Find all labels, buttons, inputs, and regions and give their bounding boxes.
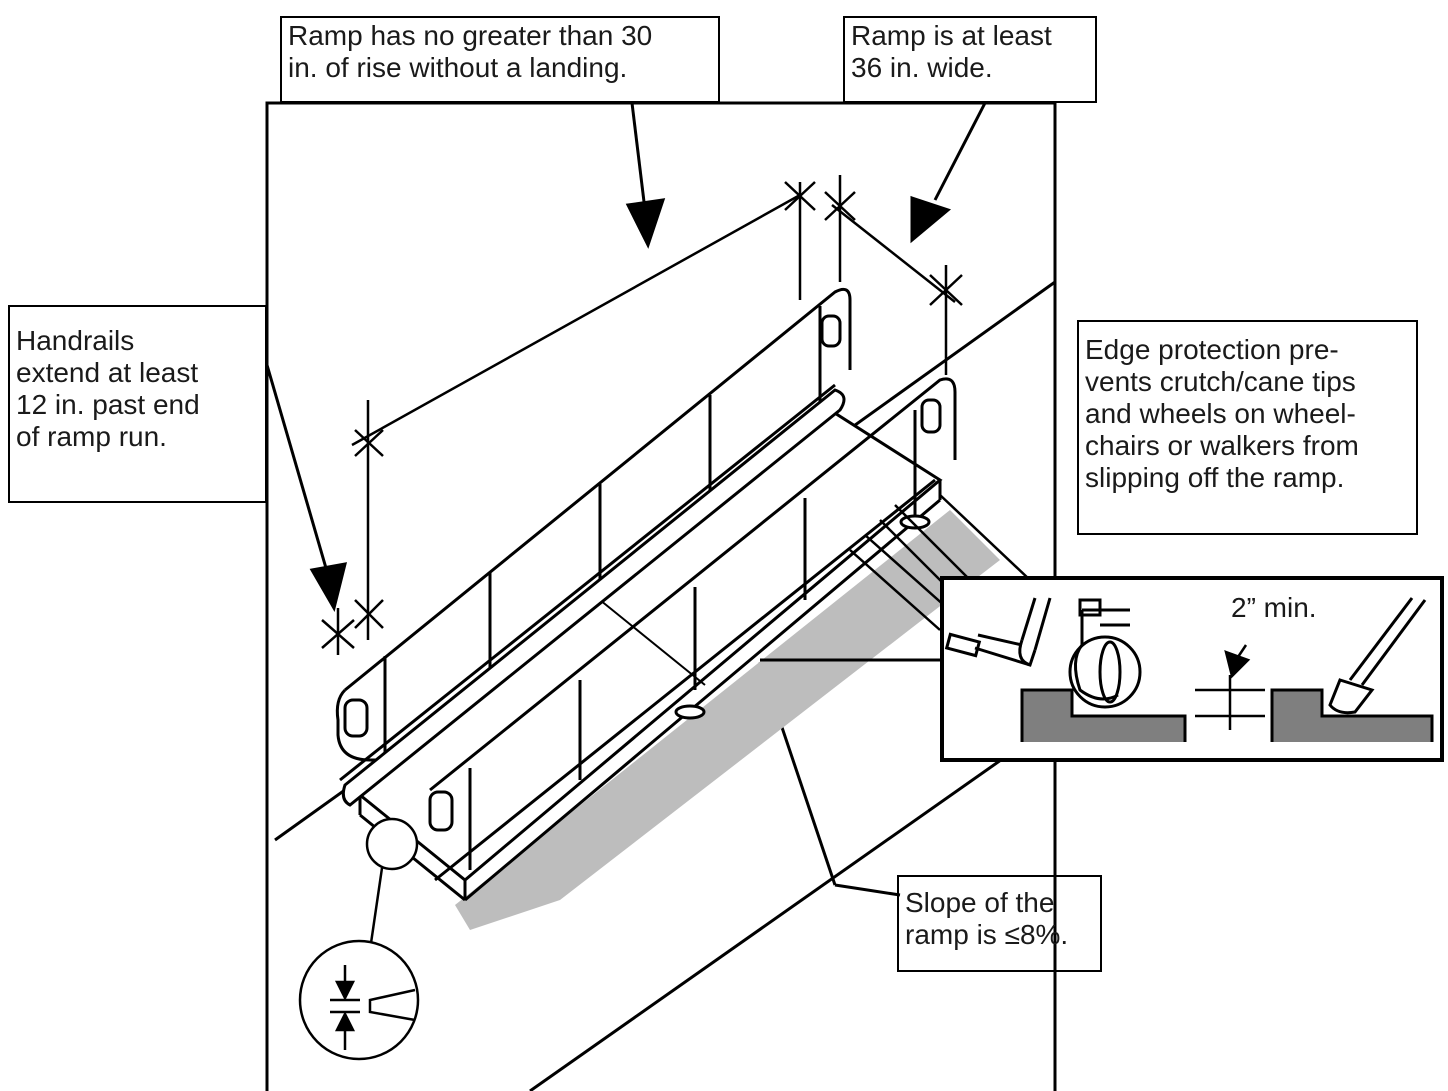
left-handrail <box>335 287 852 807</box>
width-callout: Ramp is at least 36 in. wide. <box>843 16 1097 103</box>
dimension-lines <box>321 175 963 655</box>
wheelchair-wheel-detail <box>944 597 1187 742</box>
slope-callout: Slope of the ramp is ≤8%. <box>897 875 1102 972</box>
two-inch-min-label: 2” min. <box>1228 592 1320 624</box>
ramp-shadow <box>455 510 1000 930</box>
right-handrail <box>428 377 957 882</box>
edge-detail-circle <box>298 817 420 1061</box>
edge-protection-callout: Edge protection pre- vents crutch/cane t… <box>1077 320 1418 535</box>
rise-callout: Ramp has no greater than 30 in. of rise … <box>280 16 720 103</box>
edge-protection-inset <box>760 576 1444 762</box>
handrails-callout: Handrails extend at least 12 in. past en… <box>8 305 267 503</box>
callout-arrows <box>265 102 987 612</box>
cane-tip-detail <box>1270 597 1434 742</box>
two-inch-dimension <box>1195 644 1265 730</box>
